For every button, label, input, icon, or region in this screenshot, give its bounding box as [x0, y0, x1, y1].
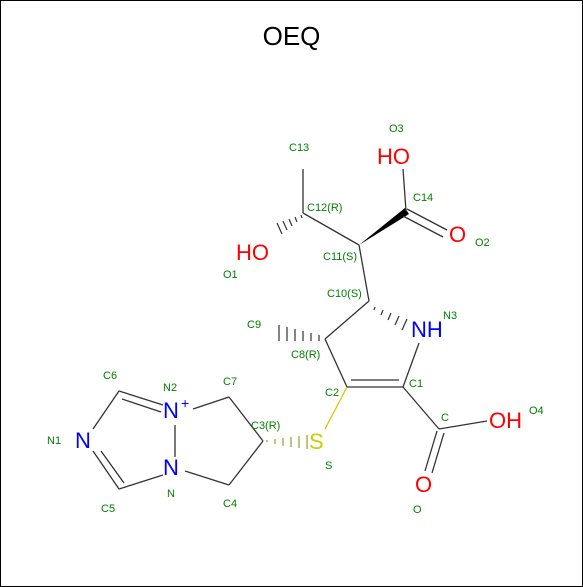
label-c6: C6: [103, 370, 117, 382]
label-c9: C9: [247, 319, 261, 331]
bond-c1-c: [402, 386, 440, 430]
label-c14: C14: [413, 192, 433, 204]
atom-o1: HO: [236, 240, 269, 265]
bond-c3-c4: [228, 440, 264, 486]
bond-c11-c14-wedge: [359, 208, 409, 245]
bond-c10-c8: [324, 300, 370, 340]
bond-c14-o3: [402, 168, 407, 212]
label-c3: C3(R): [251, 420, 280, 432]
atom-n2-charge: +: [181, 395, 189, 411]
bond-c6-n1: [92, 390, 120, 430]
label-c: C: [441, 412, 449, 424]
atom-n2: N: [163, 398, 179, 423]
bond-c-o-b: [431, 432, 445, 474]
atom-o3: HO: [377, 144, 410, 169]
label-c8: C8(R): [291, 349, 320, 361]
bond-c7-n2: [192, 396, 230, 410]
bond-c3-c7: [228, 396, 264, 442]
label-c2: C2: [325, 387, 339, 399]
label-c5: C5: [101, 503, 115, 515]
bond-c10-n3-hashed: [373, 306, 408, 331]
bond-c5-n: [118, 474, 164, 490]
label-c13: C13: [289, 142, 309, 154]
bond-c12-o1-hashed: [276, 214, 303, 235]
label-n1: N1: [47, 435, 61, 447]
label-c4: C4: [223, 498, 237, 510]
bond-c-o-a: [424, 430, 438, 472]
atom-s: S: [309, 429, 324, 454]
label-o2: O2: [475, 237, 490, 249]
bond-n1-c5-b: [100, 450, 125, 484]
bond-c11-c10: [358, 244, 370, 302]
bond-c1-n3: [402, 342, 420, 388]
bond-c2-s: [324, 386, 348, 430]
diagram-title: OEQ: [262, 21, 321, 51]
atom-n1: N: [75, 428, 91, 453]
atom-n: N: [163, 455, 179, 480]
atom-o4: OH: [489, 408, 522, 433]
label-o1: O1: [223, 269, 238, 281]
bond-c8-c9-hashed: [278, 325, 320, 341]
label-s: S: [325, 460, 332, 472]
label-c1: C1: [409, 378, 423, 390]
label-o4: O4: [529, 405, 544, 417]
bond-c4-n: [184, 470, 230, 486]
label-o: O: [413, 504, 422, 516]
bond-c12-c11: [302, 212, 360, 246]
bond-n2-c6-b: [121, 398, 162, 413]
label-c7: C7: [223, 376, 237, 388]
atom-n3: NH: [411, 317, 443, 342]
label-n3: N3: [443, 310, 457, 322]
label-c11: C11(S): [323, 251, 357, 263]
label-o3: O3: [389, 123, 404, 135]
label-n2: N2: [163, 382, 177, 394]
bond-c8-c2: [324, 338, 348, 388]
label-c12: C12(R): [307, 202, 342, 214]
atom-o: O: [415, 472, 432, 497]
bond-c14-o2-b: [402, 215, 444, 238]
bond-n2-c6-a: [118, 390, 164, 406]
label-n: N: [167, 488, 175, 500]
bond-c3-s-hashed: [266, 435, 308, 449]
bond-n1-c5-a: [92, 450, 120, 490]
label-c10: C10(S): [327, 288, 362, 300]
bond-c14-o2-a: [406, 208, 448, 231]
atom-o2: O: [449, 222, 466, 247]
bond-c-o4: [438, 420, 488, 430]
